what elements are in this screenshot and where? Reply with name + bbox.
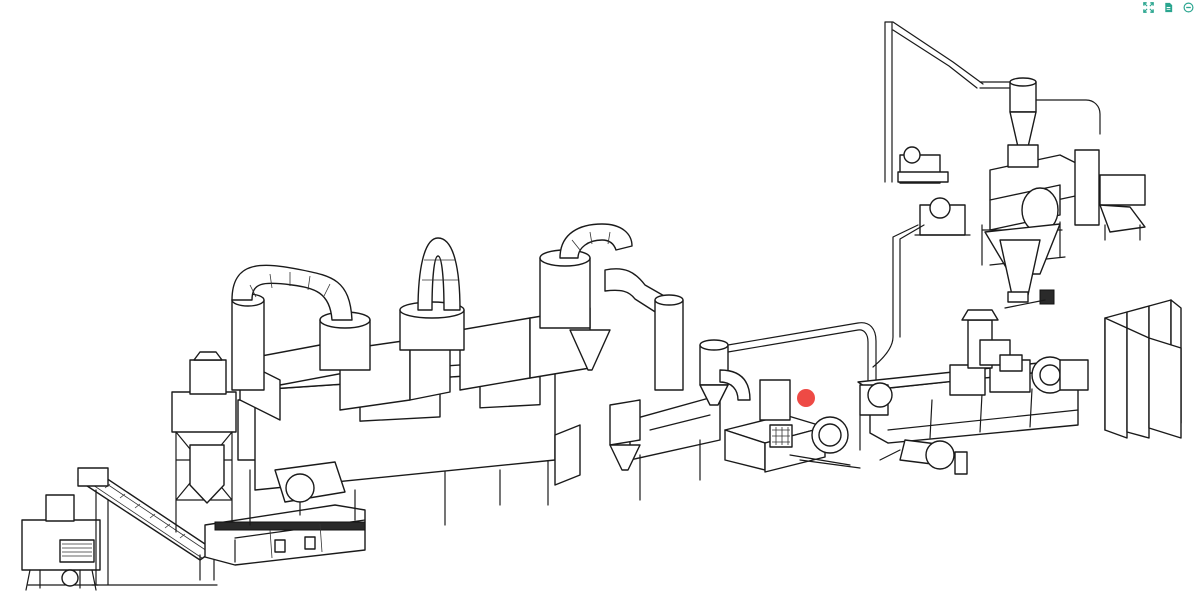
fullscreen-icon — [1142, 1, 1154, 13]
pneumatic-pipe — [727, 322, 877, 393]
fullscreen-button[interactable] — [1142, 1, 1154, 13]
document-button[interactable] — [1162, 1, 1174, 13]
document-icon — [1164, 2, 1172, 12]
inclined-conveyor — [77, 467, 218, 586]
hotspot-marker[interactable] — [797, 389, 815, 407]
main-dryer — [231, 223, 633, 526]
control-cabinets — [1104, 299, 1182, 439]
mill-assembly — [872, 21, 1146, 368]
blower-unit — [724, 379, 861, 473]
zoom-out-icon — [1183, 2, 1193, 12]
extruder — [857, 309, 1089, 475]
cooler-section — [604, 268, 751, 501]
zoom-out-button[interactable] — [1182, 1, 1194, 13]
long-roaster — [204, 504, 366, 566]
feeder-machine — [21, 494, 101, 591]
viewer-toolbar — [1142, 0, 1194, 14]
